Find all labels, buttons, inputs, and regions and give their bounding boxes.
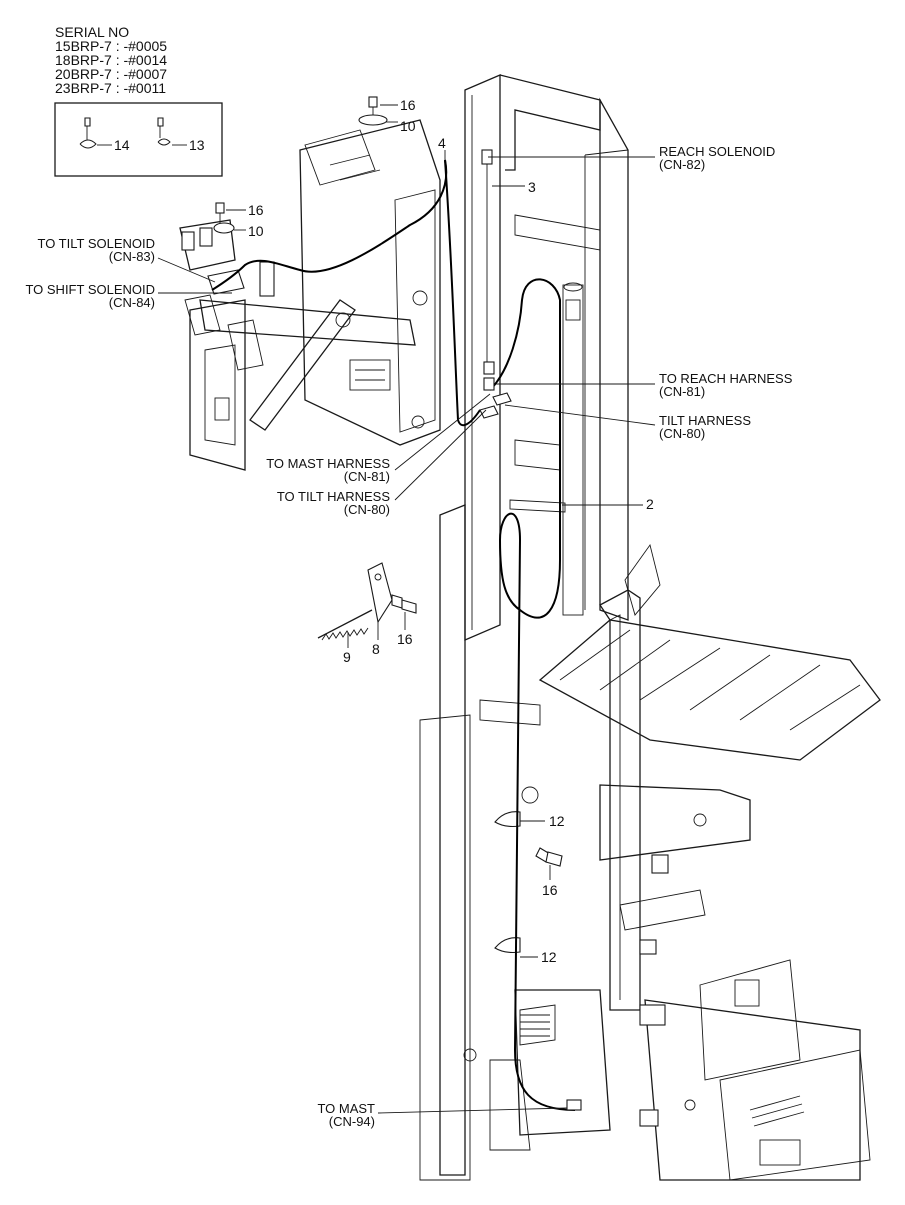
part-number-8: 8 — [372, 641, 380, 657]
label-reach-harness: TO REACH HARNESS — [659, 371, 793, 386]
part-number-12: 12 — [549, 813, 565, 829]
bolt-part-16-lower — [535, 847, 563, 867]
label-tilt-solenoid: TO TILT SOLENOID — [37, 236, 155, 251]
serial-line: 20BRP-7 : -#0007 — [55, 66, 167, 82]
label-reach-harness-cn: (CN-81) — [659, 384, 705, 399]
leader-lines — [157, 104, 656, 1114]
label-to-tilt-harness-cn: (CN-80) — [344, 502, 390, 517]
serial-line: 23BRP-7 : -#0011 — [55, 80, 166, 96]
label-mast-harness: TO MAST HARNESS — [266, 456, 390, 471]
washer-part-10-mid — [213, 222, 235, 234]
label-to-tilt-harness: TO TILT HARNESS — [277, 489, 391, 504]
clamp-part-12-upper — [494, 811, 521, 828]
label-shift-solenoid-cn: (CN-84) — [109, 295, 155, 310]
label-reach-solenoid: REACH SOLENOID — [659, 144, 775, 159]
washer-part-10-top — [358, 114, 388, 126]
serial-block: SERIAL NO 15BRP-7 : -#0005 18BRP-7 : -#0… — [55, 24, 167, 96]
part-number-10: 10 — [400, 118, 416, 134]
label-tilt-harness: TILT HARNESS — [659, 413, 751, 428]
label-mast-harness-cn: (CN-81) — [344, 469, 390, 484]
label-tilt-solenoid-cn: (CN-83) — [109, 249, 155, 264]
carriage-assembly — [179, 96, 441, 471]
part-number-12: 12 — [541, 949, 557, 965]
bolt-part-16-top — [368, 96, 378, 117]
part-number-16: 16 — [248, 202, 264, 218]
part-number-10: 10 — [248, 223, 264, 239]
part-number-16: 16 — [397, 631, 413, 647]
clip-part-14 — [79, 117, 97, 149]
wire-harness — [211, 149, 582, 1111]
label-shift-solenoid: TO SHIFT SOLENOID — [25, 282, 155, 297]
label-reach-solenoid-cn: (CN-82) — [659, 157, 705, 172]
callouts: 16 10 4 3 16 10 2 9 8 16 12 16 12 REACH … — [25, 97, 792, 1129]
clip-part-13 — [157, 117, 171, 146]
serial-line: 18BRP-7 : -#0014 — [55, 52, 167, 68]
part-number-16: 16 — [400, 97, 416, 113]
part-number-16: 16 — [542, 882, 558, 898]
bolt-part-16-spring — [391, 594, 417, 614]
label-to-mast-cn: (CN-94) — [329, 1114, 375, 1129]
clamp-part-12-lower — [494, 937, 521, 954]
part-number-9: 9 — [343, 649, 351, 665]
part-number-14: 14 — [114, 137, 130, 153]
part-number-2: 2 — [646, 496, 654, 512]
part-number-4: 4 — [438, 135, 446, 151]
serial-heading: SERIAL NO — [55, 24, 129, 40]
serial-line: 15BRP-7 : -#0005 — [55, 38, 167, 54]
label-tilt-harness-cn: (CN-80) — [659, 426, 705, 441]
mast-assembly — [419, 74, 881, 1181]
part-number-13: 13 — [189, 137, 205, 153]
part-number-3: 3 — [528, 179, 536, 195]
inset-box: 14 13 — [54, 102, 223, 177]
bracket-part-8 — [367, 562, 393, 624]
spring-part-9 — [317, 609, 373, 641]
label-to-mast: TO MAST — [317, 1101, 375, 1116]
